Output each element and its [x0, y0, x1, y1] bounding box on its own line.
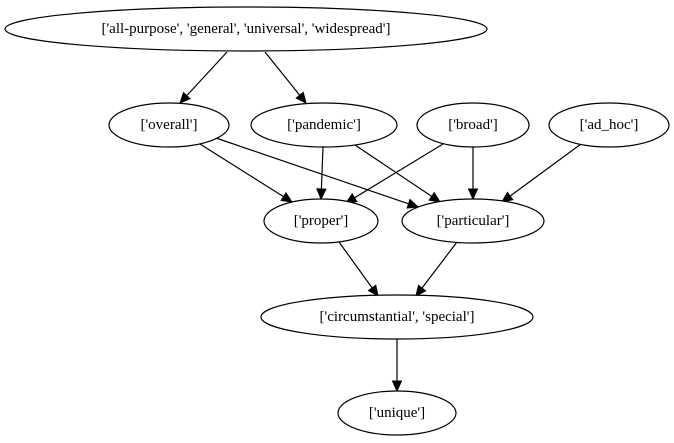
- nodes-layer: ['all-purpose', 'general', 'universal', …: [4, 6, 670, 436]
- edge-particular-to-special: [415, 241, 458, 297]
- node-general[interactable]: ['all-purpose', 'general', 'universal', …: [4, 6, 488, 52]
- arrowhead-icon: [501, 191, 514, 203]
- node-particular[interactable]: ['particular']: [401, 198, 545, 244]
- arrowhead-icon: [415, 284, 427, 297]
- node-pandemic-label: ['pandemic']: [287, 117, 361, 133]
- edge-line: [320, 146, 324, 190]
- arrowhead-icon: [367, 284, 379, 297]
- arrowhead-icon: [428, 191, 442, 203]
- edge-line: [199, 143, 284, 198]
- node-overall-label: ['overall']: [140, 117, 197, 133]
- node-general-label: ['all-purpose', 'general', 'universal', …: [101, 21, 390, 37]
- arrowhead-icon: [406, 198, 420, 209]
- node-special-label: ['circumstantial', 'special']: [320, 309, 475, 325]
- edge-special-to-unique: [391, 339, 403, 393]
- arrowhead-icon: [467, 188, 479, 201]
- node-special[interactable]: ['circumstantial', 'special']: [260, 294, 534, 340]
- edge-line: [215, 137, 409, 205]
- edge-line: [186, 51, 228, 97]
- edges-layer: [179, 51, 582, 393]
- edge-line: [509, 143, 582, 197]
- node-proper-shape: [263, 198, 379, 244]
- node-overall-shape: [108, 102, 230, 148]
- arrowhead-icon: [295, 91, 307, 104]
- edge-pandemic-to-particular: [354, 144, 442, 203]
- arrowhead-icon: [179, 91, 191, 104]
- edge-proper-to-special: [338, 241, 379, 297]
- node-pandemic-shape: [250, 102, 398, 148]
- node-broad-label: ['broad']: [448, 117, 498, 133]
- edge-broad-to-particular: [467, 147, 479, 201]
- edge-line: [354, 144, 433, 197]
- arrowhead-icon: [280, 191, 294, 203]
- node-broad[interactable]: ['broad']: [416, 102, 530, 148]
- arrowhead-icon: [316, 188, 327, 201]
- node-proper[interactable]: ['proper']: [263, 198, 379, 244]
- edge-pandemic-to-proper: [316, 146, 327, 201]
- node-ad_hoc-label: ['ad_hoc']: [580, 117, 639, 133]
- edge-line: [338, 241, 373, 289]
- node-proper-label: ['proper']: [294, 213, 349, 229]
- edge-line: [264, 51, 301, 96]
- node-particular-shape: [401, 198, 545, 244]
- node-particular-label: ['particular']: [437, 213, 510, 229]
- node-ad_hoc[interactable]: ['ad_hoc']: [548, 102, 670, 148]
- edge-overall-to-particular: [215, 137, 420, 209]
- edge-line: [354, 143, 444, 199]
- node-overall[interactable]: ['overall']: [108, 102, 230, 148]
- node-unique-label: ['unique']: [369, 405, 425, 421]
- edge-general-to-pandemic: [264, 51, 307, 104]
- node-ad_hoc-shape: [548, 102, 670, 148]
- edge-overall-to-proper: [199, 143, 294, 203]
- node-general-shape: [4, 6, 488, 52]
- node-special-shape: [260, 294, 534, 340]
- node-broad-shape: [416, 102, 530, 148]
- edge-line: [421, 241, 458, 289]
- node-unique[interactable]: ['unique']: [337, 390, 457, 436]
- edge-general-to-overall: [179, 51, 228, 104]
- node-unique-shape: [337, 390, 457, 436]
- edge-ad_hoc-to-particular: [501, 143, 582, 203]
- node-pandemic[interactable]: ['pandemic']: [250, 102, 398, 148]
- arrowhead-icon: [391, 380, 403, 393]
